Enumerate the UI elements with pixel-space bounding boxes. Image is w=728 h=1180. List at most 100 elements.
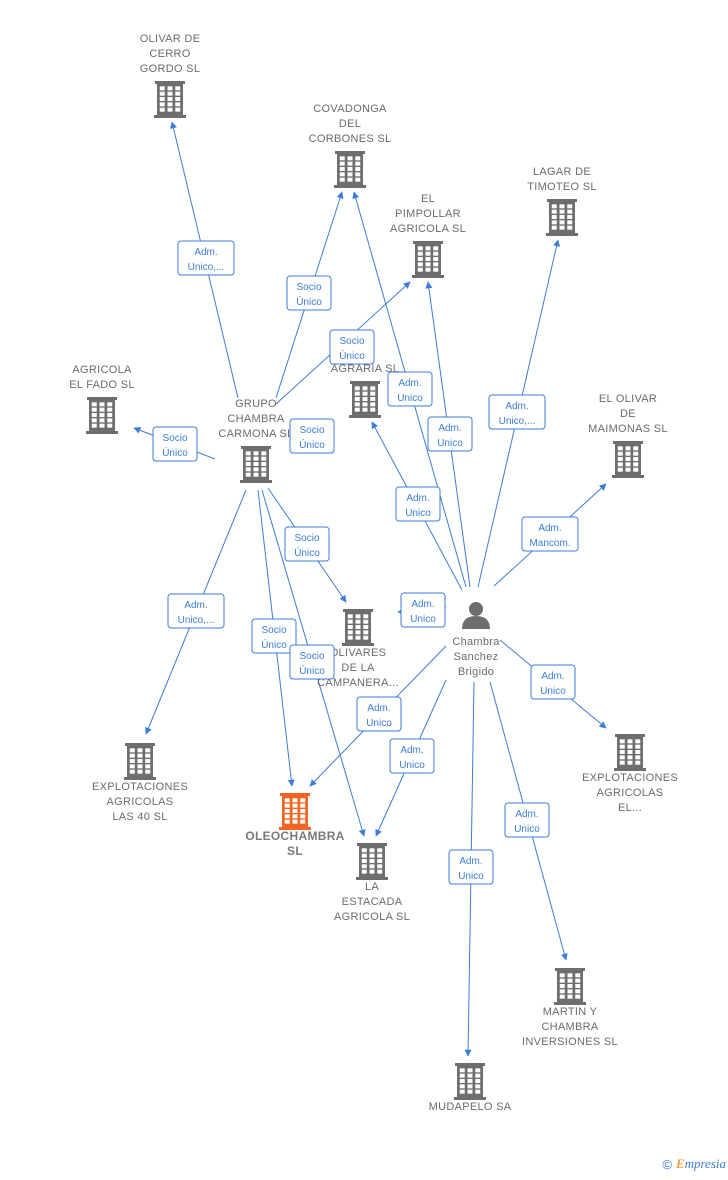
building-icon xyxy=(240,446,272,483)
building-icon xyxy=(412,241,444,278)
building-icon xyxy=(86,397,118,434)
edge-label-text: Adm. xyxy=(194,247,217,258)
edge-label-person-lagar[interactable]: Adm. Unico,... xyxy=(488,394,546,430)
edge-label-text: Adm. xyxy=(541,671,564,682)
edge-label-text: Unico,... xyxy=(188,262,225,273)
edge-label-text: Adm. xyxy=(459,856,482,867)
edge-label-text: Socio xyxy=(296,282,321,293)
building-icon xyxy=(612,441,644,478)
edge-label-person-olivares[interactable]: Adm. Unico xyxy=(400,592,446,628)
edge-label-text: Único xyxy=(299,438,325,451)
edge-label-text: Unico xyxy=(540,686,566,697)
edge-label-text: Socio xyxy=(299,651,324,662)
edge-label-text: Adm. xyxy=(406,493,429,504)
edge-label-text: Adm. xyxy=(438,423,461,434)
edge-label-grupo-olivar[interactable]: Adm. Unico,... xyxy=(177,240,235,276)
edge-label-text: Adm. xyxy=(505,401,528,412)
edge-label-text: Adm. xyxy=(367,703,390,714)
edge-label-text: Único xyxy=(261,638,287,651)
person-icon xyxy=(462,602,490,629)
edge-label-text: Único xyxy=(294,546,320,559)
building-icon xyxy=(454,1063,486,1100)
edge-labels: Adm.Unico,...SocioÚnicoSocioÚnicoSocioÚn… xyxy=(152,240,579,885)
edge-label-person-expel[interactable]: Adm. Unico xyxy=(530,664,576,700)
edge-label-text: Socio xyxy=(261,625,286,636)
edge-label-person-maimonas[interactable]: Adm. Mancom. xyxy=(521,516,579,552)
building-icon xyxy=(356,843,388,880)
building-icon xyxy=(154,81,186,118)
building-icon xyxy=(554,968,586,1005)
edge-label-text: Unico,... xyxy=(178,615,215,626)
edge-label-text: Adm. xyxy=(538,523,561,534)
edge-label-text: Unico,... xyxy=(499,416,536,427)
edge-label-text: Único xyxy=(162,446,188,459)
building-icon xyxy=(349,381,381,418)
building-icon xyxy=(342,609,374,646)
edge-label-text: Unico xyxy=(399,760,425,771)
edge-label-text: Adm. xyxy=(400,745,423,756)
edge-label-person-agraria[interactable]: Adm. Unico xyxy=(395,486,441,522)
edge-label-text: Unico xyxy=(458,871,484,882)
edge-label-text: Mancom. xyxy=(529,538,570,549)
edge-label-text: Unico xyxy=(405,508,431,519)
building-icon xyxy=(614,734,646,771)
edge-label-person-mudapelo[interactable]: Adm. Unico xyxy=(448,849,494,885)
brand-logo[interactable]: Empresia xyxy=(676,1156,726,1172)
edge-label-text: Unico xyxy=(410,614,436,625)
edge-label-person-covadonga[interactable]: Adm.Unico xyxy=(387,371,433,407)
edge-label-text: Unico xyxy=(437,438,463,449)
edge-label-text: Adm. xyxy=(515,809,538,820)
edge-label-grupo-las40[interactable]: Adm.Unico,... xyxy=(167,593,225,629)
brand-logo-text: mpresia xyxy=(684,1156,726,1171)
edge-label-text: Socio xyxy=(339,336,364,347)
copyright-symbol: © xyxy=(662,1156,672,1172)
edge-label-text: Único xyxy=(299,664,325,677)
building-icon xyxy=(279,793,311,830)
edge-label-text: Socio xyxy=(162,433,187,444)
building-icon xyxy=(546,199,578,236)
node-mudapelo[interactable]: MUDAPELO SA xyxy=(429,1063,512,1113)
edge-label-person-pimpollar[interactable]: Adm. Unico xyxy=(427,416,473,452)
edge-label-text: Adm. xyxy=(411,599,434,610)
node-label-mudapelo: MUDAPELO SA xyxy=(429,1101,512,1113)
edge-label-person-oleochambra[interactable]: Adm.Unico xyxy=(356,696,402,732)
edge-label-text: Único xyxy=(339,349,365,362)
edge-label-person-martin[interactable]: Adm.Unico xyxy=(504,802,550,838)
edge-label-person-estacada[interactable]: Adm. Unico xyxy=(389,738,435,774)
edge-label-text: Único xyxy=(296,295,322,308)
edge-label-text: Unico xyxy=(397,393,423,404)
